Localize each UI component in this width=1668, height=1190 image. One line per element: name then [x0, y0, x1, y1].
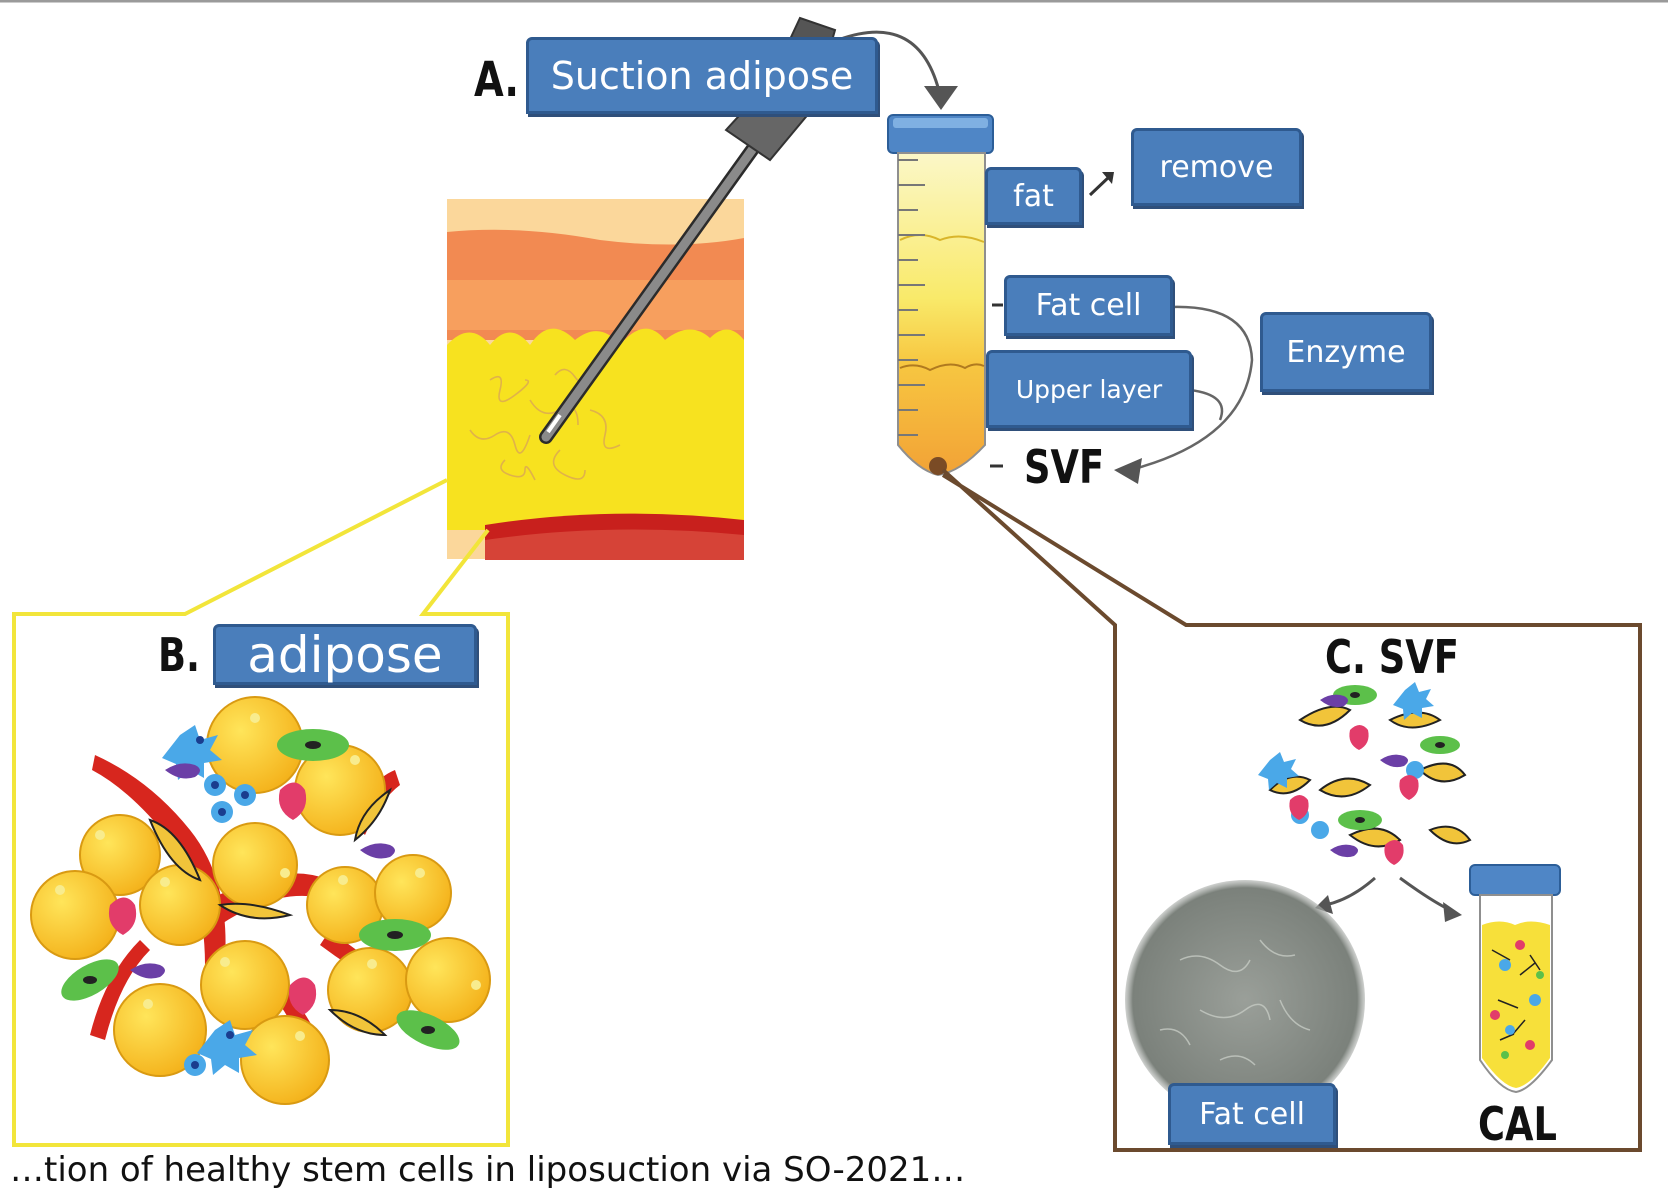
- upper-layer-connector: [1189, 388, 1224, 421]
- adipose-label: adipose: [213, 624, 477, 685]
- svf-label: SVF: [1024, 440, 1105, 494]
- arrow-icon: [837, 30, 942, 96]
- cal-tube-icon: [1469, 864, 1561, 1094]
- skin-tissue-block: [447, 199, 744, 560]
- culture-dish-icon: [1125, 880, 1365, 1120]
- frame-b: [12, 478, 510, 1147]
- remove-label: remove: [1131, 128, 1302, 206]
- section-b-letter: B.: [158, 628, 201, 682]
- caption-text: …tion of healthy stem cells in liposucti…: [10, 1150, 966, 1190]
- upper-layer-label: Upper layer: [986, 350, 1192, 428]
- fat-label: fat: [985, 167, 1082, 225]
- suction-adipose-label: Suction adipose: [526, 37, 878, 114]
- frame-c: [941, 468, 1642, 1152]
- svf-arrowhead-icon: [1114, 458, 1142, 484]
- branch-arrow-left-icon: [1324, 876, 1376, 907]
- branch-arrow-right-icon: [1399, 876, 1451, 912]
- enzyme-arrow-icon: [1129, 305, 1254, 472]
- svf-cell-cluster-icon: [1258, 682, 1475, 875]
- cal-label: CAL: [1478, 1097, 1557, 1151]
- caption-fragment: …tion of healthy stem cells in liposucti…: [0, 1150, 1668, 1190]
- enzyme-label: Enzyme: [1260, 312, 1432, 392]
- arrow-head-icon: [924, 86, 958, 110]
- fat-cell-cluster-icon: [30, 696, 491, 1105]
- fat-cell-label: Fat cell: [1004, 275, 1173, 336]
- centrifuge-tube-icon: [887, 114, 994, 477]
- section-a-letter: A.: [474, 52, 520, 108]
- small-arrowhead-icon: [1102, 172, 1114, 184]
- branch-arrowhead-right-icon: [1443, 902, 1462, 922]
- section-c-title: C. SVF: [1325, 630, 1459, 684]
- culture-fat-cell-label: Fat cell: [1168, 1083, 1336, 1145]
- small-arrow-icon: [1088, 174, 1112, 197]
